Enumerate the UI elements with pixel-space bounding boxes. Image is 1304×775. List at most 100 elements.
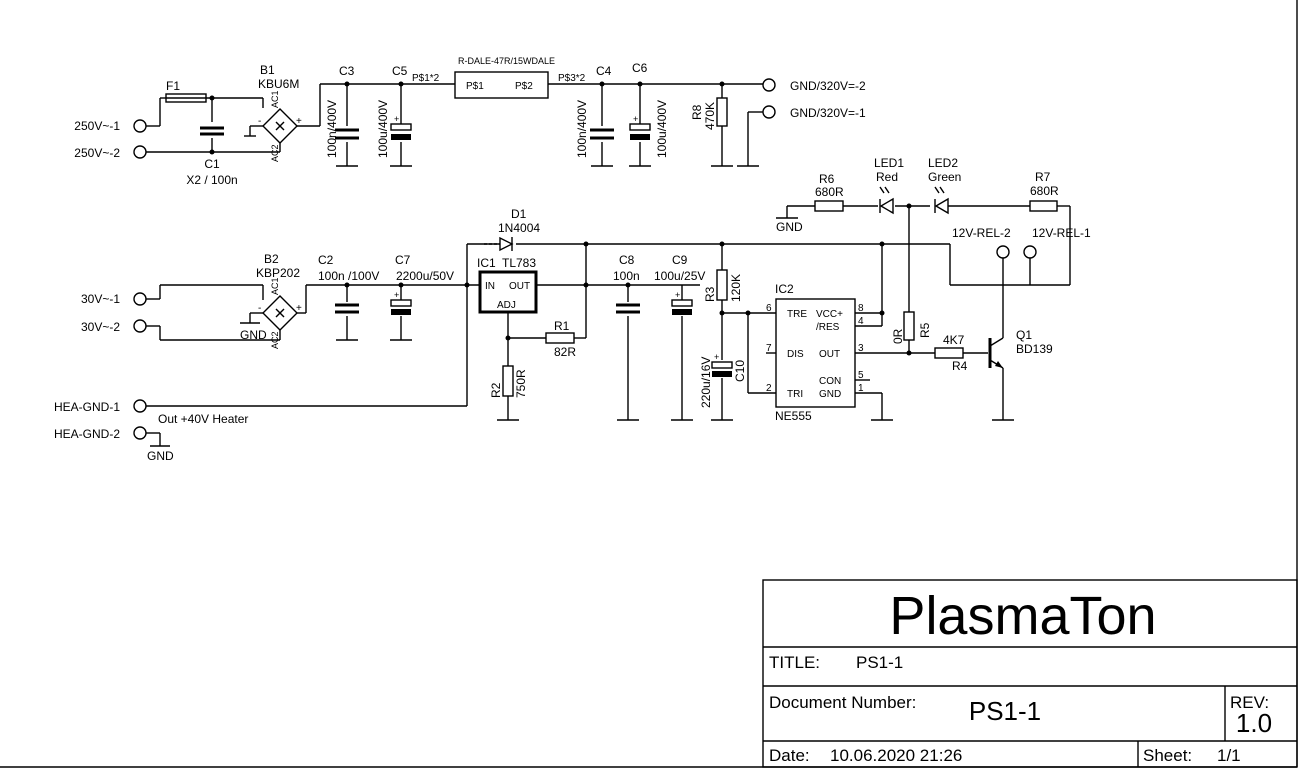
ref-label: R7 [1035, 170, 1051, 184]
net-label: P$1*2 [412, 73, 440, 84]
ref-label: D1 [511, 207, 527, 221]
bridge-rectifier-b1: B1 KBU6M AC1 AC2 - + [258, 63, 302, 162]
ref-label: R5 [918, 322, 932, 338]
ref-label: C9 [672, 253, 688, 267]
pin-label: AC1 [270, 90, 280, 108]
ref-label: C8 [619, 253, 635, 267]
diode-d1: D1 1N4004 [484, 207, 540, 252]
gnd-label: GND [147, 449, 174, 463]
docnum-label: Document Number: [769, 693, 916, 712]
color-label: Red [876, 170, 898, 184]
pin-label: ADJ [497, 300, 516, 311]
company-name: PlasmaTon [889, 586, 1156, 646]
ref-label: LED2 [928, 156, 958, 170]
value-label: 100n/400V [325, 100, 339, 158]
polarity-mark: + [633, 114, 638, 124]
pin-number: 3 [858, 343, 864, 354]
resistor-r1: R1 82R [545, 319, 576, 359]
part-label: KBP202 [256, 266, 300, 280]
pin-label: + [296, 116, 302, 127]
value-label: 0R [891, 328, 905, 344]
capacitor-c7: + C7 2200u/50V [390, 253, 454, 315]
ref-label: C3 [339, 64, 355, 78]
pin-label: DIS [787, 349, 804, 360]
led-led2: LED2 Green [928, 156, 961, 215]
net-label: P$3*2 [558, 73, 586, 84]
ref-label: F1 [166, 79, 180, 93]
resistor-rdale: R-DALE-47R/15WDALE P$1 P$2 P$1*2 P$3*2 [412, 56, 586, 99]
resistor-r8: R8 470K [690, 97, 733, 167]
gnd-label: GND [240, 328, 267, 342]
value-label: 1N4004 [498, 221, 540, 235]
pin-label: OUT [819, 349, 840, 360]
docnum-value: PS1-1 [969, 696, 1041, 726]
ref-label: C4 [596, 64, 612, 78]
value-label: 100u/400V [655, 100, 669, 158]
connector-label: 30V~-1 [81, 292, 120, 306]
connector-label: HEA-GND-1 [54, 400, 120, 414]
ref-label: B2 [264, 252, 279, 266]
sheet-label: Sheet: [1143, 746, 1192, 765]
ref-label: LED1 [874, 156, 904, 170]
pin-label: TRE [787, 309, 807, 320]
polarity-mark: + [394, 114, 399, 124]
part-label: BD139 [1016, 342, 1053, 356]
pin-label: CON [819, 376, 841, 387]
value-label: 100n /100V [318, 269, 379, 283]
value-label: 82R [554, 345, 576, 359]
value-label: 100u/400V [376, 100, 390, 158]
connector-250v-1: 250V~-1 [74, 119, 147, 133]
connector-label: 30V~-2 [81, 320, 120, 334]
title-value: PS1-1 [856, 653, 903, 672]
value-label: 100n/400V [575, 100, 589, 158]
ref-label: R4 [952, 359, 968, 373]
connector-label: 12V-REL-2 [952, 226, 1011, 240]
polarity-mark: + [714, 352, 719, 362]
title-block: PlasmaTon TITLE: PS1-1 Document Number: … [762, 579, 1298, 768]
value-label: 470K [703, 102, 717, 130]
polarity-mark: + [394, 290, 399, 300]
timer-ic2: IC2 NE555 TRE VCC+ /RES DIS OUT TRI CON … [766, 282, 864, 423]
capacitor-c4: C4 100n/400V [575, 64, 614, 167]
connector-12v-rel-2: 12V-REL-2 [952, 226, 1011, 259]
polarity-mark: + [675, 290, 680, 300]
value-label: 4K7 [943, 333, 965, 347]
ref-label: R2 [489, 382, 503, 398]
pin-label: - [258, 303, 261, 314]
bridge-rectifier-b2: B2 KBP202 AC1 AC2 - + GND [240, 252, 302, 349]
date-value: 10.06.2020 21:26 [830, 746, 962, 765]
value-label: X2 / 100n [186, 173, 237, 187]
ref-label: C1 [204, 157, 220, 171]
pin-label: OUT [509, 281, 530, 292]
value-label: 680R [1030, 184, 1059, 198]
part-label: TL783 [502, 256, 536, 270]
fuse-f1: F1 [165, 79, 207, 103]
part-label: R-DALE-47R/15WDALE [458, 56, 555, 66]
capacitor-c3: C3 100n/400V [325, 64, 359, 167]
capacitor-c6: + C6 100u/400V [629, 61, 669, 167]
connector-250v-2: 250V~-2 [74, 145, 147, 160]
pin-number: 1 [858, 383, 864, 394]
pin-label: AC2 [270, 331, 280, 349]
resistor-r5: 0R R5 [891, 311, 932, 344]
connector-label: GND/320V=-1 [790, 106, 866, 120]
date-label: Date: [769, 746, 810, 765]
capacitor-c9: + C9 100u/25V [654, 253, 705, 315]
capacitor-c2: C2 100n /100V [318, 253, 379, 314]
lv-wiring [146, 203, 1071, 421]
pin-label: IN [485, 281, 495, 292]
part-label: NE555 [775, 409, 812, 423]
ref-label: C2 [318, 253, 334, 267]
capacitor-c8: C8 100n [613, 253, 640, 314]
part-label: KBU6M [258, 77, 299, 91]
regulator-ic1: IC1 TL783 IN OUT ADJ [477, 256, 538, 314]
connector-label: HEA-GND-2 [54, 427, 120, 441]
pin-label: AC1 [270, 277, 280, 295]
connector-hea-gnd-2: HEA-GND-2 GND [54, 426, 174, 463]
connector-label: 250V~-1 [74, 119, 120, 133]
pin-label: - [258, 116, 261, 127]
resistor-r7: R7 680R [1029, 170, 1059, 212]
pin-label: AC2 [270, 144, 280, 162]
value-label: 100n [613, 269, 640, 283]
rev-label: REV: [1230, 693, 1269, 712]
